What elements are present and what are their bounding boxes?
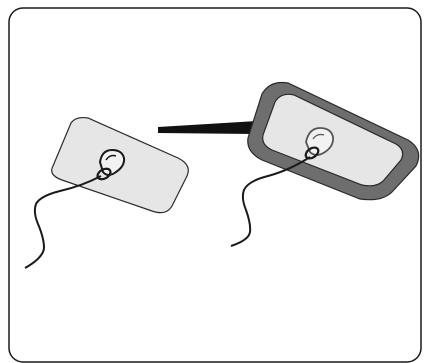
right-connector-icon: [304, 127, 334, 160]
frame-border: [8, 7, 422, 363]
electrode-pad-highlighted-icon: [230, 81, 420, 247]
left-lead-wire: [24, 175, 102, 269]
electrode-pad-icon: [24, 116, 189, 269]
wedge-pointer-icon: [158, 121, 258, 134]
right-lead-wire: [230, 156, 311, 247]
